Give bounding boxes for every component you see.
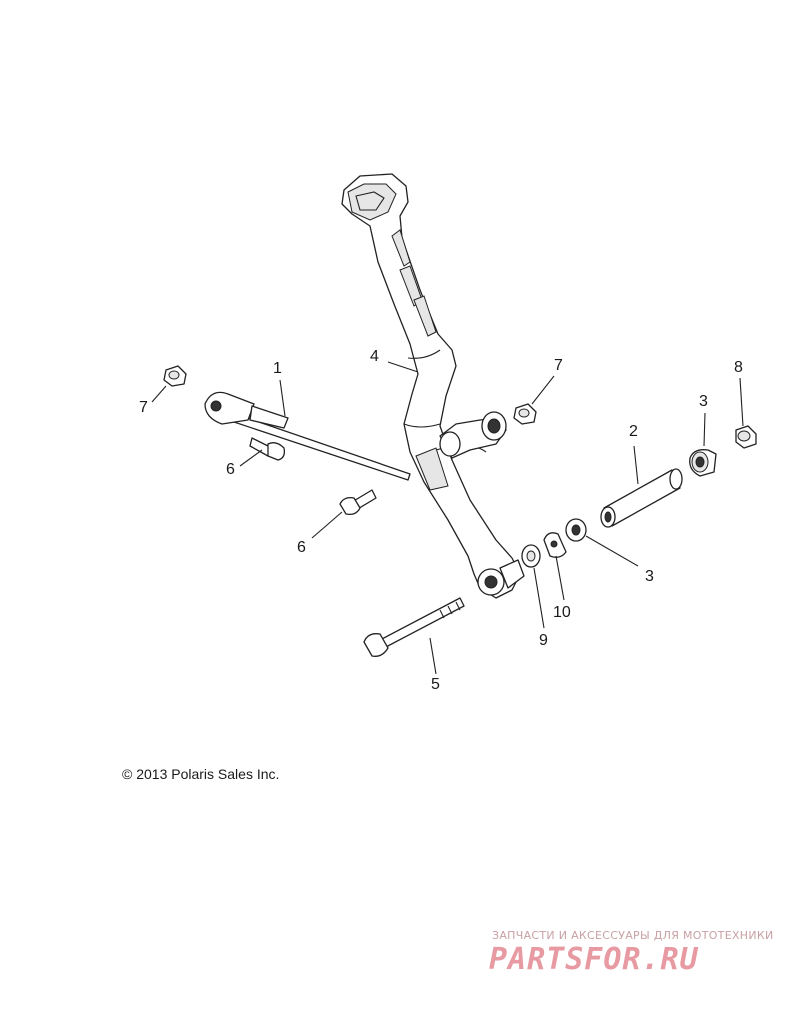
callout-7-right: 7 [554,357,563,374]
pedal-clevis [439,411,507,459]
callout-5: 5 [431,676,440,693]
washer-part [521,544,541,568]
callout-2: 2 [629,423,638,440]
leader-lines [151,361,744,675]
brake-rod-part [204,391,411,481]
callout-3-top: 3 [699,393,708,410]
callout-9: 9 [539,632,548,649]
callout-8: 8 [734,359,743,376]
brake-pedal-part [341,173,525,599]
callout-10: 10 [553,604,571,621]
watermark-logo: PARTSFOR.RU [489,942,699,977]
pin-part-top [249,437,286,461]
bushing-part-top [689,449,717,477]
callout-6-top: 6 [226,461,235,478]
callout-1: 1 [273,360,282,377]
clip-part [543,532,567,558]
callout-3-bottom: 3 [645,568,654,585]
nut-part-left [163,365,187,387]
callout-4: 4 [370,348,379,365]
callout-7-left: 7 [139,399,148,416]
callout-6-bottom: 6 [297,539,306,556]
watermark-tagline: ЗАПЧАСТИ И АКСЕССУАРЫ ДЛЯ МОТОТЕХНИКИ [492,929,774,942]
nut-part-right [513,403,537,425]
bolt-part-long [363,597,465,657]
sleeve-part [600,468,683,528]
bolt-part-short [339,489,377,516]
flange-nut-part [735,425,757,449]
copyright-notice: © 2013 Polaris Sales Inc. [122,766,280,782]
bushing-part-bottom [565,518,587,542]
